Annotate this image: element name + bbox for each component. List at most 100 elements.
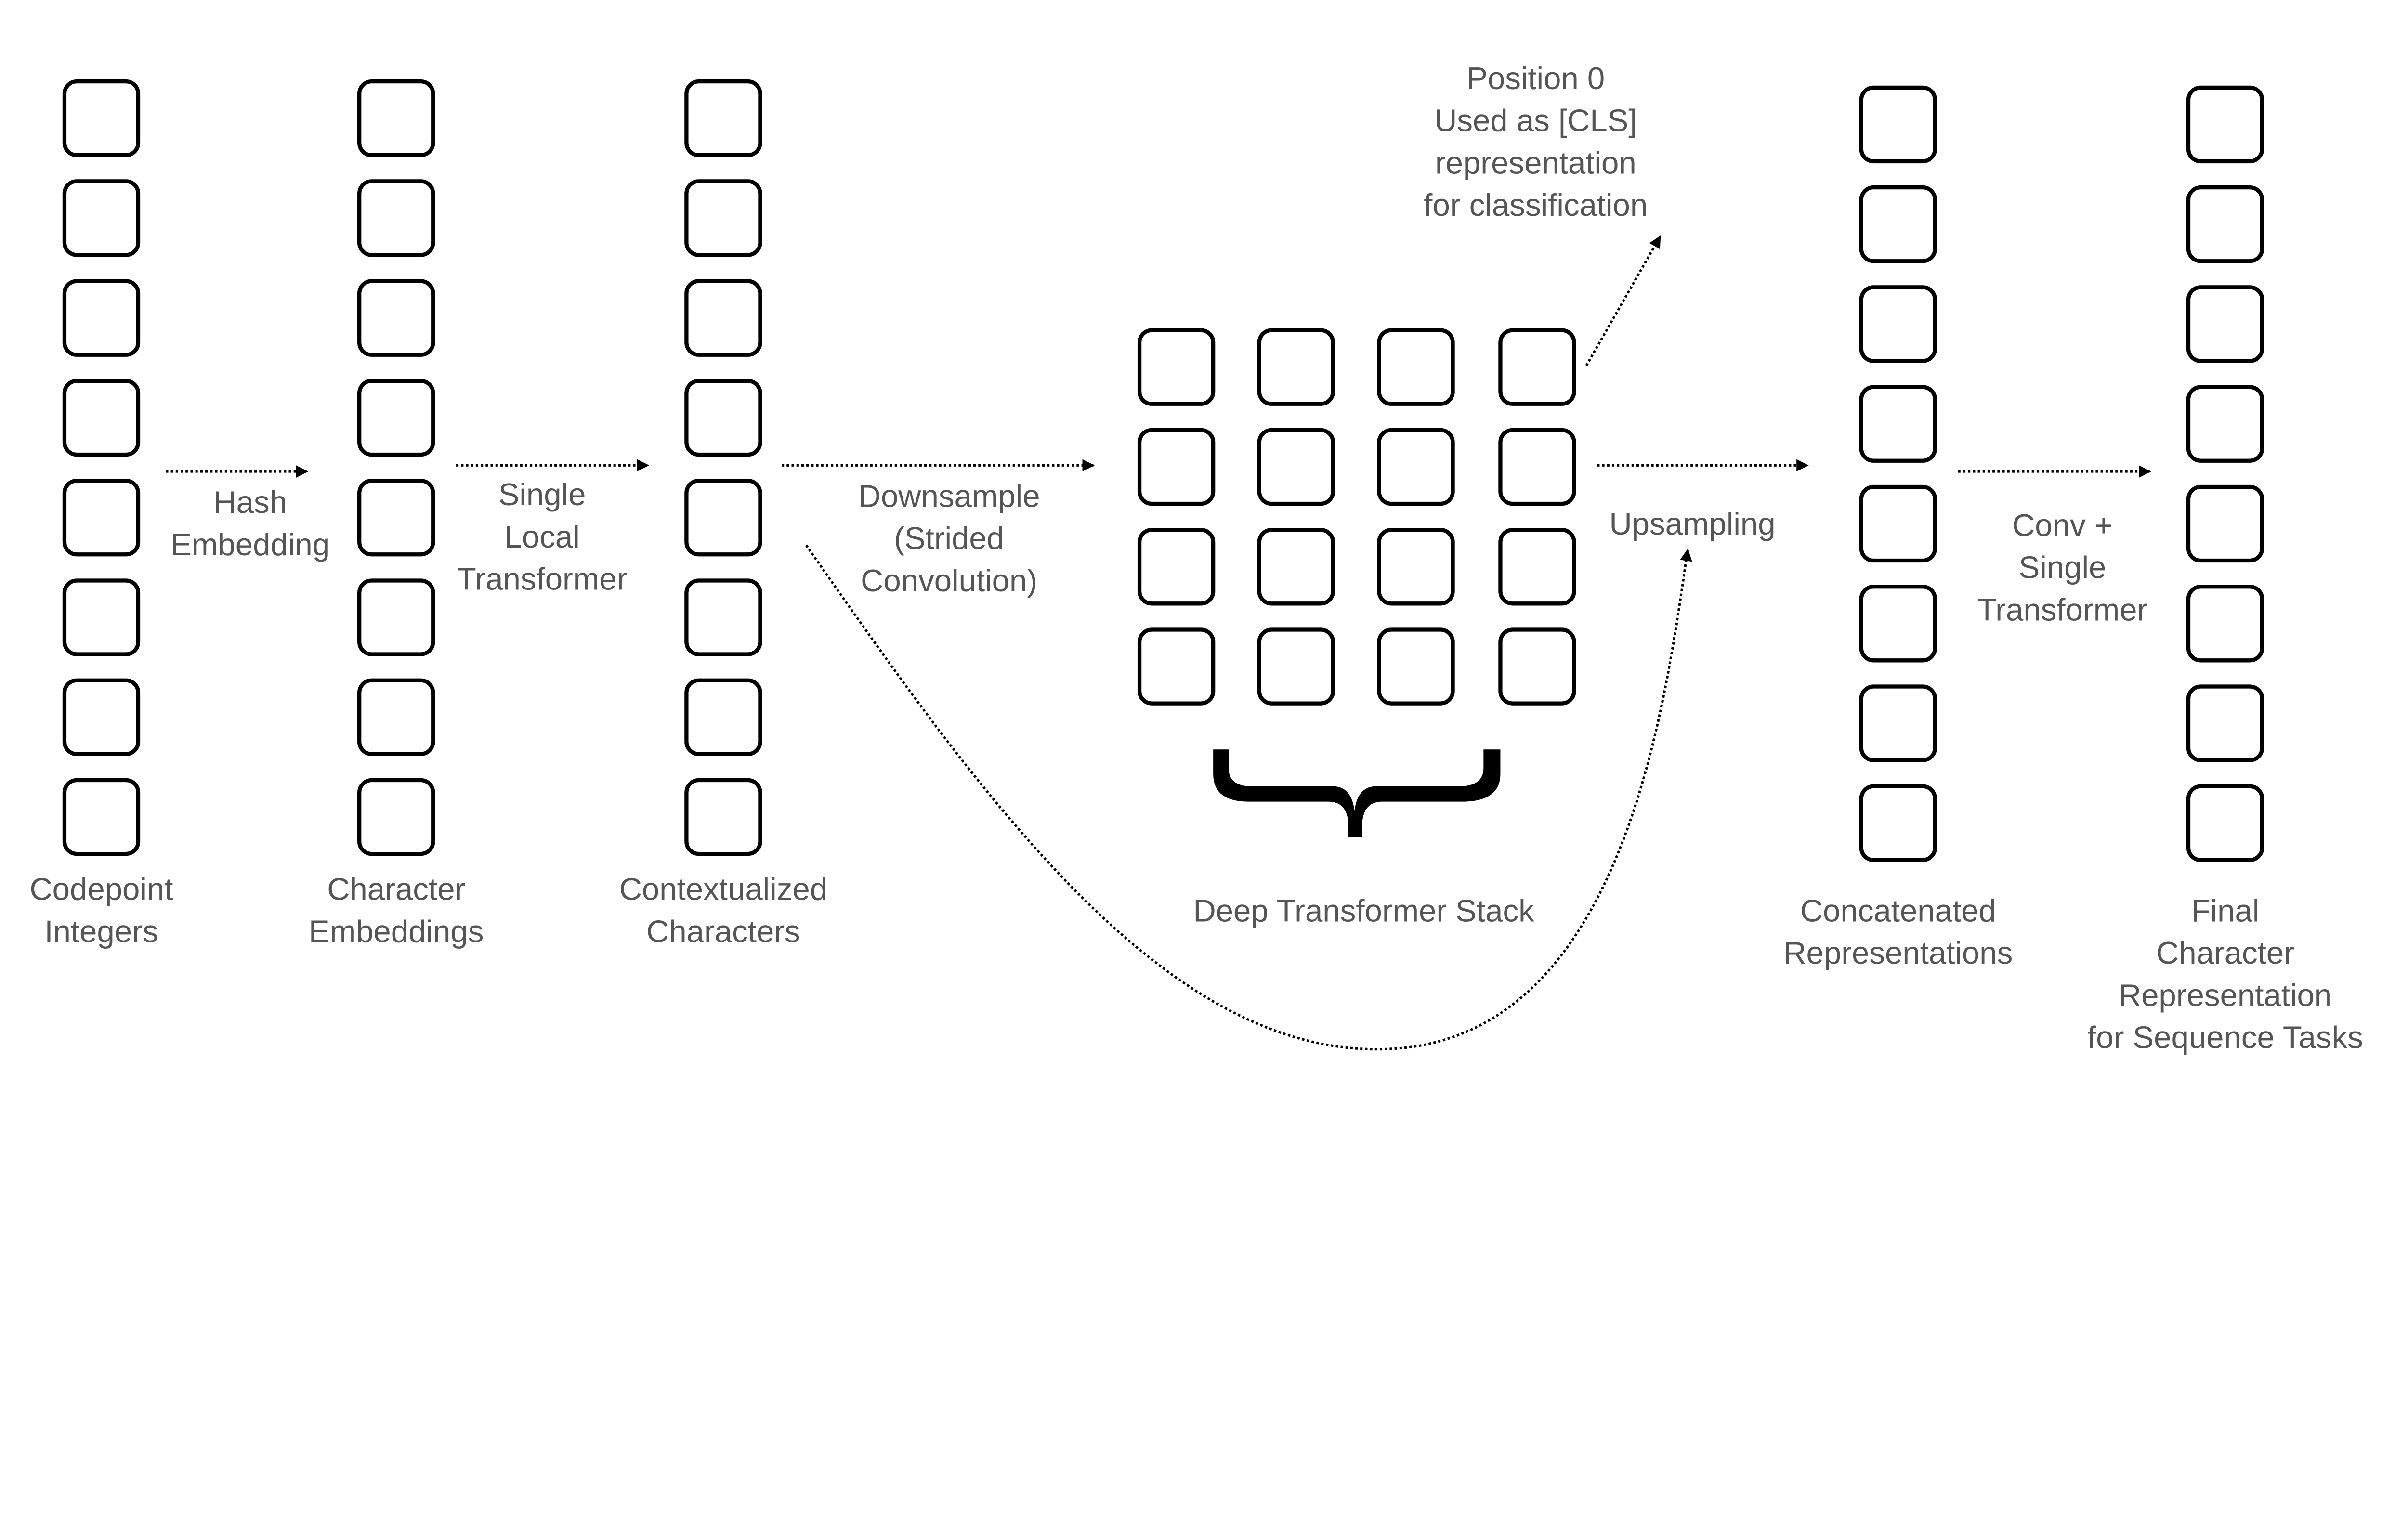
column-label-line: Representations: [1783, 935, 2013, 970]
local-transformer-label-line: Single: [498, 477, 586, 512]
embedding-box: [1859, 484, 1937, 563]
stack-label: Deep Transformer Stack: [1193, 893, 1534, 928]
stack-box: [1377, 328, 1455, 406]
embedding-box: [1859, 684, 1937, 762]
residual-skip-arrow: [805, 544, 1692, 1051]
embedding-box: [62, 479, 141, 557]
column-4: [2186, 85, 2264, 862]
hash-embedding-label-line: Embedding: [170, 527, 330, 562]
cls-note-line: representation: [1435, 145, 1636, 180]
stack-box: [1137, 428, 1216, 506]
stack-box: [1498, 428, 1576, 506]
embedding-box: [2186, 185, 2264, 263]
embedding-box: [684, 279, 762, 357]
cls-note-line: for classification: [1424, 187, 1648, 222]
conv-transformer-label-line: Conv +: [2012, 508, 2113, 543]
column-1: [357, 79, 435, 856]
cls-note-line: Position 0: [1466, 61, 1605, 96]
embedding-box: [62, 279, 141, 357]
local-transformer-label-line: Local: [505, 519, 580, 554]
column-label-line: Codepoint: [29, 872, 173, 907]
upsampling-label: Upsampling: [1609, 506, 1775, 541]
embedding-box: [357, 778, 435, 856]
embedding-box: [62, 179, 141, 257]
embedding-box: [684, 778, 762, 856]
upsampling-label-line: Upsampling: [1609, 506, 1775, 541]
column-label-line: Contextualized: [619, 872, 827, 907]
cls-arrow: [1585, 235, 1662, 366]
embedding-box: [2186, 784, 2264, 862]
embedding-box: [62, 778, 141, 856]
stack-label-line: Deep Transformer Stack: [1193, 893, 1534, 928]
embedding-box: [357, 79, 435, 157]
cls-note-line: Used as [CLS]: [1434, 103, 1637, 138]
conv-transformer-label-line: Transformer: [1977, 592, 2147, 627]
embedding-box: [684, 79, 762, 157]
embedding-box: [684, 578, 762, 656]
embedding-box: [1859, 185, 1937, 263]
column-label-line: Characters: [646, 914, 800, 949]
cls-note: Position 0 Used as [CLS] representation for…: [1424, 61, 1648, 222]
embedding-box: [2186, 385, 2264, 463]
column-label-line: for Sequence Tasks: [2087, 1019, 2363, 1055]
stack-box: [1257, 328, 1335, 406]
embedding-box: [1859, 385, 1937, 463]
column-label-line: Representation: [2119, 978, 2332, 1013]
embedding-box: [684, 479, 762, 557]
stack-box: [1257, 428, 1335, 506]
column-label-line: Character: [327, 872, 465, 907]
column-label-line: Character: [2156, 935, 2294, 970]
column-label-line: Concatenated: [1800, 893, 1996, 928]
embedding-box: [62, 578, 141, 656]
local-transformer-label-line: Transformer: [457, 562, 627, 597]
column-2: [684, 79, 762, 856]
column-label-line: Embeddings: [309, 914, 484, 949]
conv-transformer-label-line: Single: [2019, 550, 2107, 585]
embedding-box: [357, 678, 435, 756]
stack-box: [1377, 627, 1455, 706]
stack-box: [1137, 627, 1216, 706]
embedding-box: [2186, 484, 2264, 563]
column-label-line: Final: [2191, 893, 2260, 928]
embedding-box: [357, 379, 435, 457]
embedding-box: [684, 379, 762, 457]
embedding-box: [357, 179, 435, 257]
stack-box: [1137, 528, 1216, 606]
column-label-line: Integers: [44, 914, 158, 949]
stack-box: [1137, 328, 1216, 406]
stack-box: [1257, 627, 1335, 706]
downsample-label-line: Convolution): [861, 563, 1037, 598]
column-3: [1859, 85, 1937, 862]
embedding-box: [2186, 585, 2264, 663]
embedding-box: [357, 479, 435, 557]
stack-box: [1377, 428, 1455, 506]
embedding-box: [357, 578, 435, 656]
embedding-box: [2186, 285, 2264, 363]
downsample-label-line: Downsample: [858, 478, 1040, 513]
embedding-box: [1859, 85, 1937, 164]
downsample-label-line: (Strided: [894, 521, 1004, 556]
stack-box: [1498, 328, 1576, 406]
stack-box: [1498, 528, 1576, 606]
embedding-box: [1859, 784, 1937, 862]
embedding-box: [62, 379, 141, 457]
embedding-box: [2186, 684, 2264, 762]
embedding-box: [62, 79, 141, 157]
brace: [1213, 749, 1501, 837]
embedding-box: [2186, 85, 2264, 164]
embedding-box: [1859, 585, 1937, 663]
stack-box: [1377, 528, 1455, 606]
hash-embedding-label-line: Hash: [213, 484, 287, 520]
embedding-box: [684, 678, 762, 756]
embedding-box: [62, 678, 141, 756]
embedding-box: [357, 279, 435, 357]
stack-box: [1257, 528, 1335, 606]
